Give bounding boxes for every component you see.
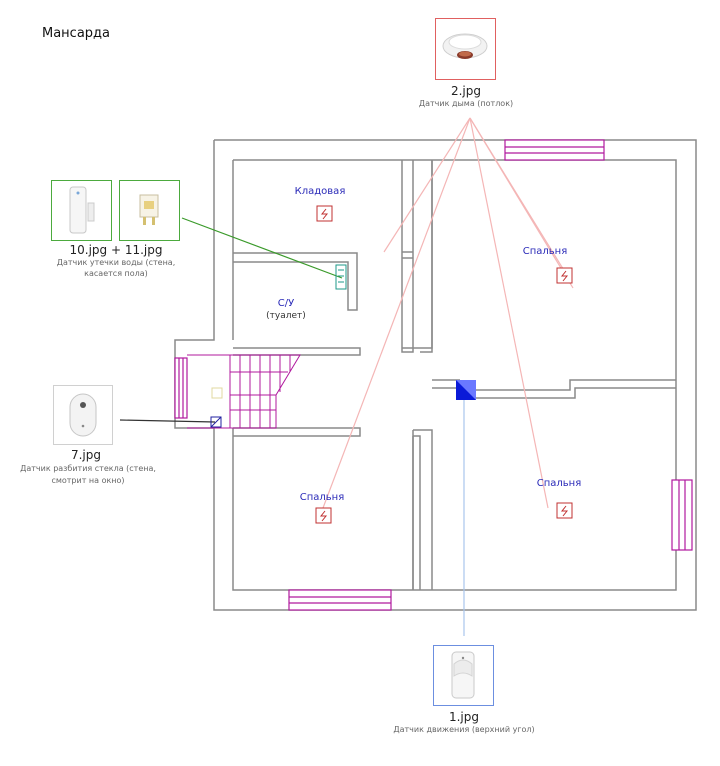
- room-label-bedroom-ne: Спальня: [522, 246, 568, 257]
- window-top: [504, 139, 605, 161]
- glass-sensor-icon: [69, 393, 97, 437]
- window-left: [174, 357, 188, 419]
- glass-sensor-marker: [210, 416, 222, 428]
- glass-sensor-desc-2: смотрит на окно): [51, 476, 125, 485]
- water-sensor-marker: [335, 264, 347, 290]
- interior-walls: [233, 160, 676, 590]
- smoke-detector-box: [435, 18, 496, 80]
- smoke-marker-bedroom-se: [556, 502, 573, 519]
- water-sensor-box-1: [51, 180, 112, 241]
- room-label-wc-sub: (туалет): [266, 311, 306, 321]
- smoke-links: [322, 117, 574, 509]
- smoke-detector-file: 2.jpg: [450, 84, 482, 98]
- smoke-marker-storage: [316, 205, 333, 222]
- room-label-storage: Кладовая: [294, 186, 346, 197]
- window-right: [671, 479, 693, 551]
- motion-sensor-box: [433, 645, 494, 706]
- smoke-detector-icon: [442, 33, 488, 59]
- room-label-wc: С/У: [277, 298, 295, 309]
- motion-sensor-desc: Датчик движения (верхний угол): [393, 725, 535, 734]
- water-link: [181, 217, 343, 279]
- motion-sensor-file: 1.jpg: [448, 710, 480, 724]
- room-label-bedroom-se: Спальня: [536, 478, 582, 489]
- water-sensor-file: 10.jpg + 11.jpg: [69, 243, 163, 257]
- glass-link: [119, 419, 216, 423]
- water-sensor-desc-2: касается пола): [84, 269, 148, 278]
- motion-sensor-icon: [451, 651, 475, 699]
- smoke-marker-bedroom-ne: [556, 267, 573, 284]
- staircase: [187, 354, 301, 429]
- smoke-marker-bedroom-sw: [315, 507, 332, 524]
- water-probe-icon: [139, 194, 159, 225]
- glass-sensor-box: [53, 385, 113, 445]
- water-sensor-box-2: [119, 180, 180, 241]
- glass-sensor-file: 7.jpg: [70, 448, 102, 462]
- room-label-bedroom-sw: Спальня: [299, 492, 345, 503]
- page-title: Мансарда: [42, 26, 111, 41]
- motion-sensor-marker: [456, 380, 476, 400]
- water-sensor-icon: [69, 186, 95, 234]
- window-bottom: [288, 589, 392, 611]
- water-sensor-desc-1: Датчик утечки воды (стена,: [56, 258, 176, 267]
- smoke-detector-desc: Датчик дыма (потлок): [418, 99, 514, 108]
- glass-sensor-desc-1: Датчик разбития стекла (стена,: [20, 464, 156, 473]
